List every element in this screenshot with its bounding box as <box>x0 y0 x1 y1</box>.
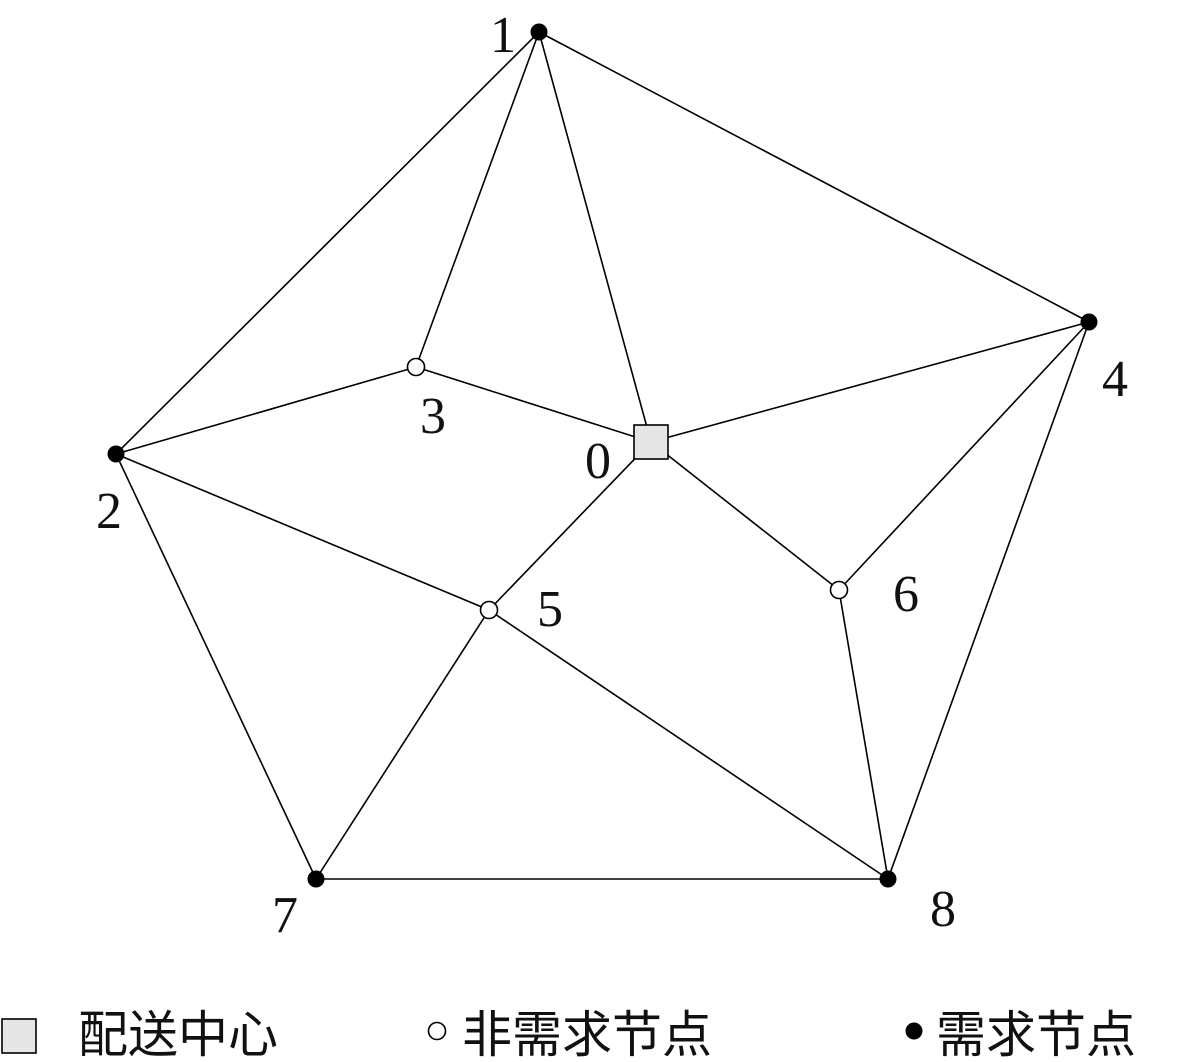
node-label-8: 8 <box>930 881 956 938</box>
node-labels-group: 0 1 2 3 4 5 6 7 8 <box>96 7 1128 944</box>
edge-4-8 <box>887 321 1090 880</box>
legend: 配送中心 非需求节点 需求节点 <box>1 1006 1136 1062</box>
node-label-7: 7 <box>272 887 298 944</box>
demand-node-8 <box>879 870 897 888</box>
edge-2-5 <box>115 453 490 611</box>
edge-2-3 <box>115 366 417 455</box>
legend-demand-label: 需求节点 <box>936 1006 1136 1062</box>
edge-5-7 <box>315 609 490 880</box>
edge-4-6 <box>838 321 1090 591</box>
node-label-4: 4 <box>1102 351 1128 408</box>
node-label-3: 3 <box>420 388 446 445</box>
demand-node-7 <box>307 870 325 888</box>
edge-6-8 <box>838 589 889 880</box>
node-label-5: 5 <box>537 581 563 638</box>
edge-1-4 <box>538 31 1090 323</box>
node-label-0: 0 <box>585 433 611 490</box>
node-label-2: 2 <box>96 483 122 540</box>
edge-0-6 <box>650 441 840 591</box>
legend-demand-symbol <box>905 1022 923 1040</box>
edge-3-0 <box>415 366 652 443</box>
legend-non-demand-label: 非需求节点 <box>462 1006 712 1062</box>
edge-1-0 <box>538 31 652 443</box>
legend-distribution-center-symbol <box>1 1018 37 1054</box>
legend-distribution-center-label: 配送中心 <box>78 1006 278 1062</box>
non-demand-node-5 <box>479 600 499 620</box>
node-label-1: 1 <box>490 7 516 64</box>
node-label-6: 6 <box>893 566 919 623</box>
distribution-center-node <box>633 424 669 460</box>
edge-0-4 <box>650 321 1090 443</box>
edge-0-5 <box>488 441 652 611</box>
edge-5-8 <box>488 609 889 880</box>
edge-1-2 <box>115 31 540 455</box>
edge-1-3 <box>415 31 540 368</box>
edge-2-7 <box>115 453 317 880</box>
edges-group <box>115 31 1090 880</box>
demand-node-4 <box>1080 313 1098 331</box>
non-demand-node-6 <box>829 580 849 600</box>
nodes-group <box>107 23 1098 888</box>
non-demand-node-3 <box>406 357 426 377</box>
legend-non-demand-symbol <box>427 1021 447 1041</box>
demand-node-2 <box>107 445 125 463</box>
demand-node-1 <box>530 23 548 41</box>
